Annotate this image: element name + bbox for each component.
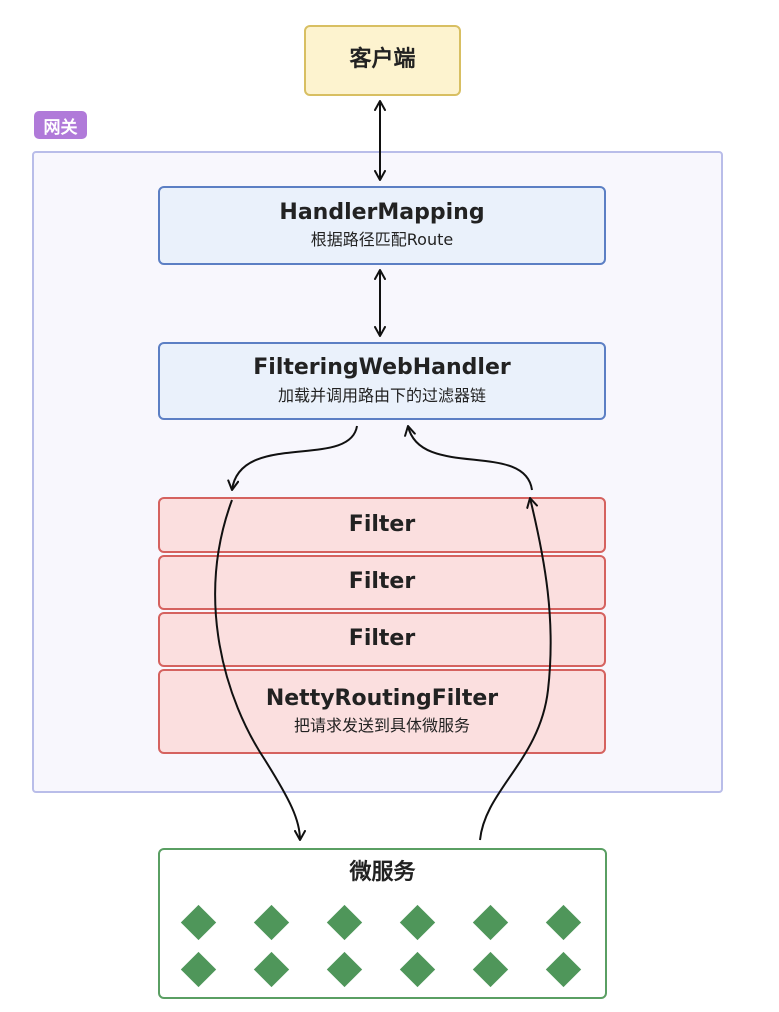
filter-title-2: Filter — [348, 569, 416, 595]
handler-mapping-node: HandlerMapping 根据路径匹配Route — [158, 186, 606, 265]
filtering-web-handler-subtitle: 加载并调用路由下的过滤器链 — [277, 385, 486, 405]
handler-mapping-subtitle: 根据路径匹配Route — [310, 230, 454, 250]
netty-routing-filter-title: NettyRoutingFilter — [265, 685, 499, 711]
filter-title-1: Filter — [348, 511, 416, 537]
microservices-node: 微服务 — [158, 848, 607, 999]
netty-routing-filter-node: NettyRoutingFilter 把请求发送到具体微服务 — [158, 669, 606, 754]
microservices-label: 微服务 — [349, 860, 416, 885]
filter-node-1: Filter — [158, 497, 606, 553]
gateway-tag: 网关 — [34, 111, 87, 139]
client-node: 客户端 — [304, 25, 461, 96]
filter-node-2: Filter — [158, 555, 606, 610]
filter-node-3: Filter — [158, 612, 606, 667]
handler-mapping-title: HandlerMapping — [279, 199, 485, 225]
filtering-web-handler-node: FilteringWebHandler 加载并调用路由下的过滤器链 — [158, 342, 606, 420]
filter-title-3: Filter — [348, 626, 416, 652]
netty-routing-filter-subtitle: 把请求发送到具体微服务 — [293, 716, 470, 736]
client-label: 客户端 — [349, 47, 416, 73]
filtering-web-handler-title: FilteringWebHandler — [253, 355, 511, 381]
